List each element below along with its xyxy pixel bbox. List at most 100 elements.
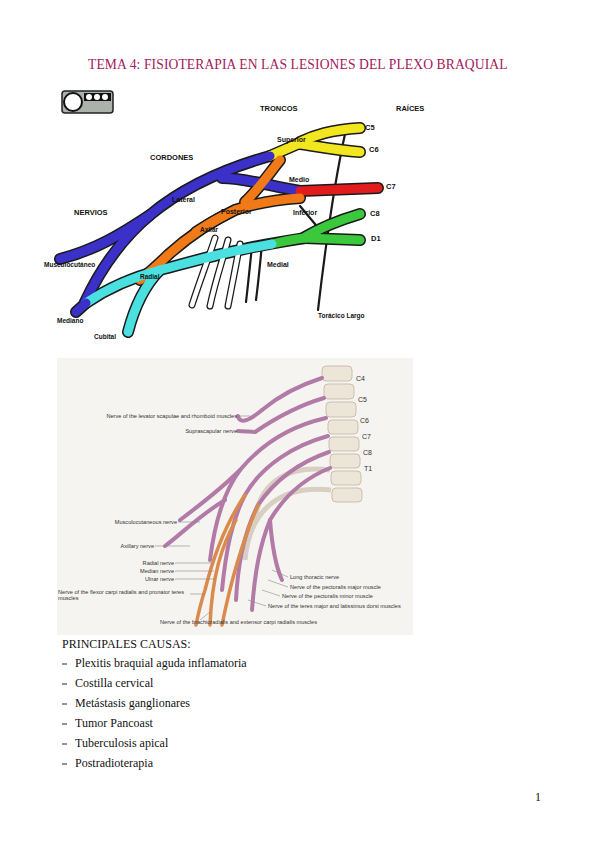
- plexus-illustration-part-part: [245, 489, 331, 560]
- plexus-illustration-part-part: [322, 366, 352, 381]
- trunk-label: Inferior: [293, 209, 317, 217]
- nerve-label: Mediano: [57, 317, 83, 324]
- plexus-bands-part: [305, 214, 360, 237]
- nerve-label: Cubital: [94, 333, 116, 340]
- list-item: Postradioterapia: [75, 757, 153, 770]
- nerve-callout: Nerve of the teres major and latissimus …: [268, 603, 401, 609]
- plexus-branches-part-part: [246, 246, 252, 302]
- list-heading: PRINCIPALES CAUSAS:: [62, 638, 191, 651]
- plexus-bands-part: [300, 144, 360, 152]
- plexus-illustration-part-part: [200, 612, 210, 620]
- plexus-bands-part: [300, 188, 378, 191]
- plexus-outline-part: [305, 238, 360, 240]
- plexus-illustration-part-part: [262, 378, 322, 410]
- nerve-label: Axilar: [200, 226, 218, 233]
- nerve-callout: Suprascapular nerve: [185, 428, 237, 434]
- plexus-outline-part: [300, 128, 360, 142]
- plexus-bands-part: [270, 143, 300, 156]
- root-label: C7: [386, 183, 396, 191]
- vertebra-label: C4: [356, 375, 365, 383]
- plexus-bands-part: [86, 244, 272, 303]
- list-bullets-part: [62, 744, 67, 745]
- vertebra-label: C5: [358, 396, 367, 404]
- plexus-illustration-part-part: [328, 420, 358, 434]
- plexus-illustration-part-part: [326, 402, 356, 417]
- plexus-illustration-part-part: [270, 520, 282, 580]
- page-number: 1: [535, 791, 541, 804]
- vertebra-label: T1: [364, 465, 372, 473]
- plexus-illustration-part-part: [175, 563, 212, 564]
- nerve-label: Radial: [140, 273, 160, 280]
- list-bullets-part: [62, 664, 67, 665]
- plexus-bands-part: [128, 270, 160, 332]
- plexus-outline-part: [76, 303, 86, 312]
- license-badge-part: [62, 91, 113, 113]
- root-label: D1: [371, 235, 381, 243]
- plexus-illustration-part-part: [331, 471, 361, 485]
- plexus-bands-part: [76, 303, 86, 312]
- nerve-callout: Axillary nerve: [120, 543, 154, 549]
- plexus-illustration-part-part: [238, 431, 255, 432]
- list-item: Metástasis ganglionares: [75, 697, 190, 710]
- plexus-illustration-part-part: [262, 590, 280, 596]
- section-heading: NERVIOS: [74, 209, 108, 217]
- nerve-label: Musculocutáneo: [44, 261, 95, 268]
- cord-label: Lateral: [172, 196, 195, 204]
- plexus-outline-part: [300, 188, 378, 191]
- plexus-bands-part: [60, 215, 150, 259]
- root-label: C6: [369, 146, 379, 154]
- section-heading: CORDONES: [150, 154, 193, 162]
- plexus-outline-part: [270, 143, 300, 156]
- nerve-callout: Nerve of the levator scapulae and rhombo…: [106, 413, 237, 419]
- nerve-callout: Ulnar nerve: [145, 576, 174, 582]
- page-title: TEMA 4: FISIOTERAPIA EN LAS LESIONES DEL…: [88, 57, 508, 73]
- plexus-branches-part-part: [256, 244, 262, 300]
- license-badge: [62, 91, 113, 113]
- license-badge-part: [86, 94, 92, 100]
- plexus-illustration-part: [57, 358, 413, 635]
- plexus-illustration-part-part: [238, 416, 250, 417]
- license-badge-part: [102, 94, 108, 100]
- list-bullets-part: [62, 704, 67, 705]
- cord-label: Medial: [267, 261, 289, 269]
- list-bullets: [62, 664, 67, 764]
- plexus-illustration-part-part: [324, 384, 354, 399]
- plexus-illustration-part-part: [175, 579, 216, 580]
- list-item: Plexitis braquial aguda inflamatoria: [75, 657, 247, 670]
- plexus-illustration-part-part: [222, 505, 258, 625]
- plexus-illustration-part-part: [268, 580, 288, 587]
- plexus-illustration-part-part: [175, 571, 214, 572]
- license-badge-part: [64, 93, 82, 111]
- list-item: Tumor Pancoast: [75, 717, 153, 730]
- plexus-outline: [60, 128, 378, 332]
- list-bullets-part: [62, 684, 67, 685]
- list-bullets-part: [62, 724, 67, 725]
- plexus-bands-part: [300, 128, 360, 142]
- plexus-illustration-part-part: [329, 437, 359, 451]
- plexus-illustration-part-part: [330, 454, 360, 468]
- nerve-label: Torácico Largo: [318, 312, 364, 319]
- plexus-bands-part: [272, 238, 305, 244]
- plexus-illustration-part-part: [190, 594, 205, 595]
- plexus-bands: [60, 128, 378, 332]
- plexus-bands-part: [245, 160, 280, 202]
- root-label: C8: [370, 210, 380, 218]
- plexus-outline-part: [300, 144, 360, 152]
- plexus-illustration-part-part: [238, 431, 252, 432]
- plexus-illustration-part-part: [155, 546, 190, 547]
- nerve-callout: Musculocutaneous nerve: [115, 519, 177, 525]
- list-item: Costilla cervical: [75, 677, 153, 690]
- plexus-bands-part: [305, 238, 360, 240]
- section-heading: TRONCOS: [260, 105, 298, 113]
- vertebra-label: C8: [363, 449, 372, 457]
- list-bullets-part: [62, 764, 67, 765]
- trunk-label: Superior: [277, 136, 306, 144]
- license-badge-part: [94, 94, 100, 100]
- nerve-callout: Nerve of the pectoralis major muscle: [290, 584, 381, 590]
- plexus-illustration-part-part: [332, 488, 362, 502]
- plexus-illustration-part-part: [255, 398, 324, 432]
- vertebra-label: C6: [360, 417, 369, 425]
- nerve-callout: Nerve of the flexor carpi radialis and p…: [58, 589, 188, 601]
- section-heading: RAÍCES: [396, 105, 424, 113]
